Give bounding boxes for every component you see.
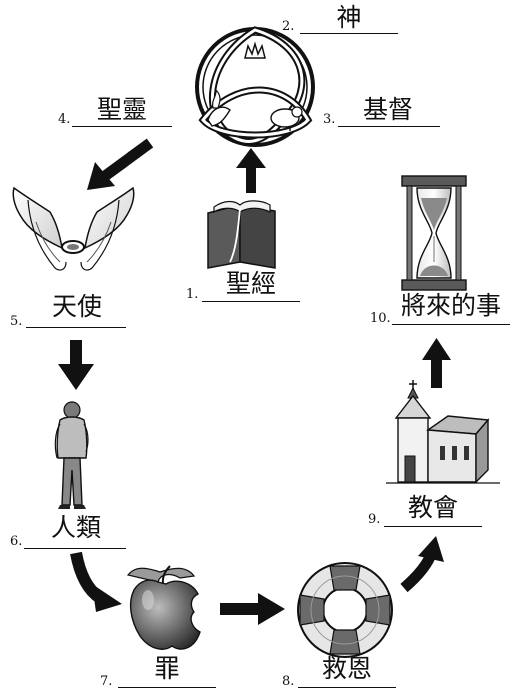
arrow-salvation-to-church [400, 536, 444, 593]
node-number: 6. [10, 534, 23, 549]
node-number: 8. [282, 674, 295, 689]
node-number: 3. [323, 112, 336, 127]
arrow-angels-to-man [58, 340, 94, 390]
arrow-man-to-sin [70, 551, 122, 612]
node-label: 罪 [154, 654, 180, 683]
dove-lamb-icon [270, 106, 303, 131]
answer-line [300, 33, 398, 34]
node-label: 聖經 [225, 269, 276, 298]
dove-flame-icon [207, 88, 231, 127]
life-preserver-icon [297, 562, 393, 658]
open-book-icon [207, 200, 276, 269]
node-number: 9. [368, 512, 381, 527]
node-number: 10. [370, 311, 391, 326]
answer-line [118, 687, 216, 688]
answer-line [26, 327, 126, 328]
node-label: 聖靈 [96, 95, 147, 124]
node-number: 1. [186, 287, 199, 302]
answer-line [298, 687, 396, 688]
node-label: 人類 [50, 513, 101, 542]
angel-wings-icon [12, 186, 135, 271]
arrow-sin-to-salvation [220, 593, 285, 625]
arrow-bible-to-god [236, 148, 266, 193]
node-label: 將來的事 [400, 291, 501, 320]
hourglass-icon [401, 175, 467, 291]
arrow-spirit-to-angels [87, 138, 154, 190]
arrow-church-to-future [422, 338, 451, 388]
node-label: 天使 [51, 292, 102, 321]
node-number: 2. [282, 19, 295, 34]
answer-line [24, 548, 126, 549]
node-number: 7. [100, 674, 113, 689]
node-label: 教會 [407, 493, 458, 522]
answer-line [338, 126, 440, 127]
answer-line [72, 126, 172, 127]
answer-line [384, 526, 482, 527]
answer-line [202, 301, 300, 302]
node-label: 救恩 [321, 654, 372, 683]
man-figure-icon [54, 401, 89, 509]
node-label: 基督 [362, 95, 413, 124]
node-label: 神 [336, 3, 362, 32]
bitten-apple-icon [126, 565, 201, 650]
answer-line [392, 324, 510, 325]
trinity-knot-icon [195, 26, 315, 147]
node-number: 4. [58, 112, 71, 127]
node-number: 5. [10, 314, 23, 329]
church-icon [386, 380, 500, 484]
